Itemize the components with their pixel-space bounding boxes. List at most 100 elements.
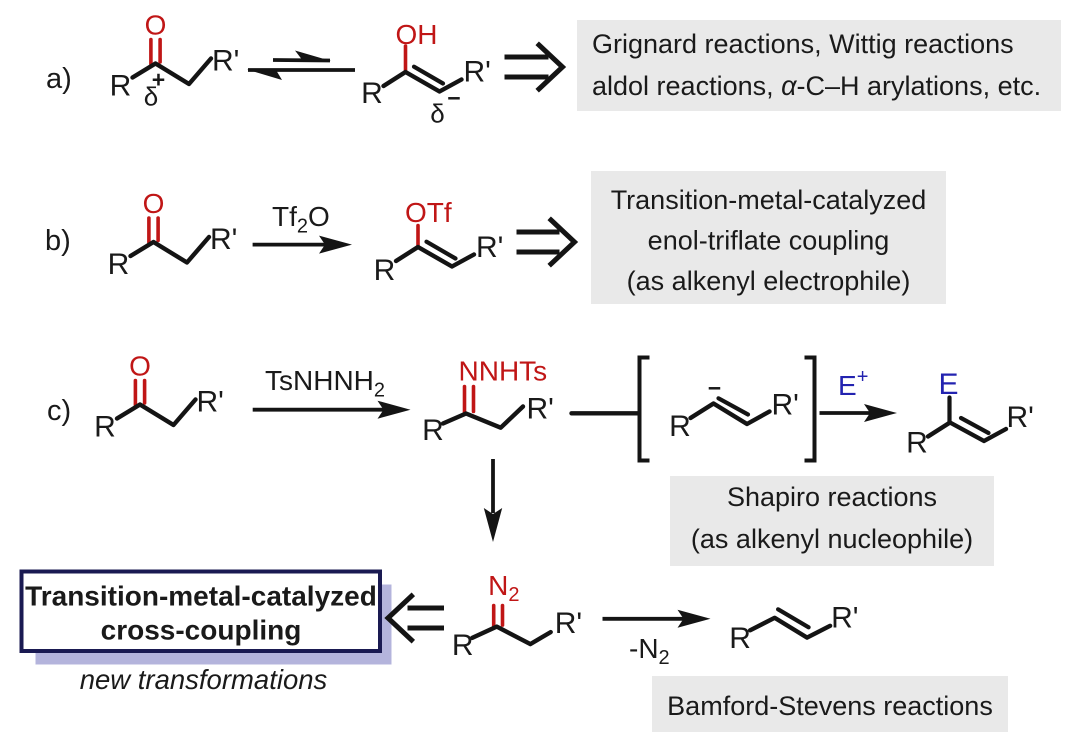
skeleton-bonds [688, 401, 772, 427]
double-bond-inner [775, 607, 811, 630]
oxygen-label: O [129, 351, 151, 382]
minus-charge: − [708, 375, 721, 401]
skeleton-bonds [440, 404, 526, 430]
hydrazone-structure: NNHTs R R' [422, 356, 554, 448]
plus-superscript: + [857, 366, 869, 388]
reagent-subscript: 2 [374, 380, 385, 402]
r-prime-label: R' [464, 56, 491, 89]
vinyl-anion-structure: − R R' [669, 375, 799, 443]
skeleton-bonds [393, 244, 477, 269]
row-label-a: a) [46, 63, 72, 95]
box-background [591, 171, 946, 304]
box-background [652, 676, 1008, 732]
skeleton-bonds [381, 69, 464, 94]
reagent-subscript: 2 [659, 647, 670, 669]
box-line-2: (as alkenyl nucleophile) [691, 524, 973, 554]
r-label: R [108, 248, 130, 281]
r-prime-label: R' [212, 45, 239, 78]
nitrogen-symbol: N [488, 570, 508, 601]
arrow-chevron [547, 216, 579, 268]
highlight-box: Transition-metal-catalyzed cross-couplin… [19, 569, 392, 695]
double-bond-inner [958, 415, 991, 436]
box-line-3: (as alkenyl electrophile) [627, 266, 911, 296]
oxygen-label: O [145, 10, 167, 41]
ketone-structure-c: O R R' [94, 351, 224, 444]
skeleton-bonds [470, 624, 553, 647]
diazo-structure: N2 R R' [452, 570, 582, 662]
skeleton-bonds [130, 56, 214, 87]
reagent-ts-hydrazide: TsNHNH2 [265, 365, 385, 402]
hydrazone-formation-arrow: TsNHNH2 [252, 365, 411, 419]
row-label-b: b) [45, 225, 71, 257]
r-label: R [669, 410, 691, 443]
alkene-product-structure: R R' [729, 601, 858, 655]
panel-c: c) O R R' TsNHNH2 NNHTs R R' [47, 351, 1034, 566]
r-prime-label: R' [1007, 401, 1034, 434]
r-label: R [906, 427, 928, 460]
r-prime-label: R' [527, 393, 554, 426]
arrow-head [864, 404, 897, 422]
r-prime-label: R' [197, 386, 224, 419]
oxygen-label: O [143, 188, 165, 219]
reagent-main: Tf [272, 201, 297, 232]
arrow-head [319, 235, 352, 254]
r-prime-label: R' [772, 389, 799, 422]
alkenyl-product-structure: E R R' [906, 368, 1034, 460]
arrow-chevron [535, 41, 567, 93]
highlight-line-1: Transition-metal-catalyzed [25, 581, 377, 612]
highlight-line-2: cross-coupling [101, 615, 302, 646]
arrow-head [377, 400, 411, 419]
minus-n2-label: -N2 [629, 633, 670, 669]
box-line-2: aldol reactions, α-C–H arylations, etc. [592, 71, 1041, 101]
box-background [670, 476, 994, 566]
tosylhydrazone-label: NNHTs [459, 356, 548, 387]
r-label: R [729, 622, 751, 655]
down-arrow [483, 459, 503, 542]
triflation-arrow: Tf2O [252, 201, 352, 254]
diazo-label: N2 [488, 570, 519, 606]
r-label: R [452, 629, 474, 662]
harpoon-barb [295, 50, 331, 61]
hydroxyl-label: OH [396, 19, 438, 50]
ketone-structure-a: O R R' δ + [110, 10, 240, 112]
box-line-2-pre: aldol reactions, [592, 71, 781, 101]
implication-arrow-b [516, 216, 579, 268]
reagent-subscript: 2 [297, 216, 308, 238]
box-line-2-post: -C–H arylations, etc. [797, 71, 1042, 101]
caption-new-transformations: new transformations [80, 664, 328, 695]
box-line-1: Grignard reactions, Wittig reactions [592, 29, 1014, 59]
left-bracket [637, 355, 650, 463]
delta-label: δ [144, 82, 158, 112]
vinyl-anion-intermediate: − R R' [637, 355, 817, 463]
arrow-chevron [384, 592, 416, 644]
reaction-box-bamford: Bamford-Stevens reactions [652, 676, 1008, 732]
bottom-section: Transition-metal-catalyzed cross-couplin… [19, 569, 1008, 732]
r-prime-label: R' [831, 601, 858, 634]
skeleton-bonds [128, 234, 212, 265]
double-bond-inner [411, 64, 446, 86]
skeleton-bonds [114, 397, 198, 428]
delta-label: δ [430, 99, 444, 129]
r-prime-label: R' [555, 607, 582, 640]
skeleton-bonds [747, 615, 833, 640]
r-label: R [94, 411, 116, 444]
row-label-c: c) [47, 395, 71, 427]
double-bond-inner [716, 396, 751, 417]
double-bond-inner [424, 239, 458, 261]
box-line-2: enol-triflate coupling [648, 226, 890, 256]
panel-a: a) O R R' δ + OH R R' δ − [46, 10, 1061, 129]
reagent-tail: O [308, 201, 330, 232]
panel-b: b) O R R' Tf2O OTf R R' [45, 171, 946, 304]
arrow-head [677, 609, 711, 628]
r-label: R [110, 70, 132, 103]
box-line-1: Transition-metal-catalyzed [611, 185, 927, 215]
box-line-1: Shapiro reactions [727, 482, 937, 512]
r-prime-label: R' [476, 231, 503, 264]
plus-charge: + [152, 67, 165, 93]
equilibrium-arrow [247, 50, 355, 80]
r-label: R [422, 414, 444, 447]
enol-structure-a: OH R R' δ − [361, 19, 491, 129]
nitrogen-subscript: 2 [508, 584, 519, 606]
